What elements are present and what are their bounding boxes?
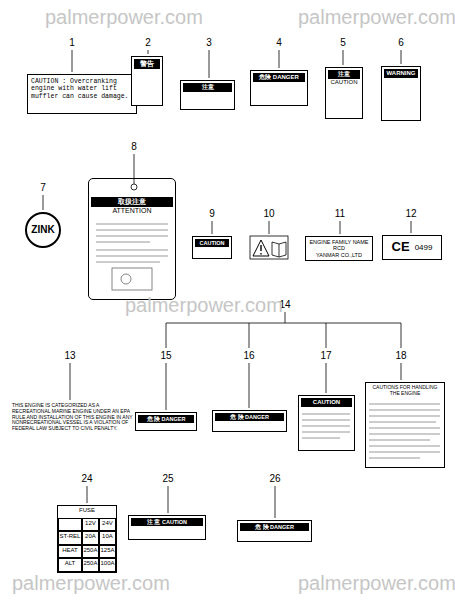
plate-text: 10A <box>99 531 116 545</box>
label-plate: FUSE12V24V ST-REL20A10A HEAT250A125A ALT250… <box>57 505 117 573</box>
plate-text: FUSE <box>58 506 116 518</box>
label-plate: CE 0499 <box>382 235 442 260</box>
watermark: palmerpower.com <box>12 572 170 595</box>
plate-text: 12V <box>82 518 99 532</box>
plate-text: 警告 <box>134 59 160 69</box>
callout-number: 26 <box>265 473 285 485</box>
callout-number: 11 <box>330 208 350 220</box>
plate-text: ATTENTION <box>91 207 173 215</box>
callout-number: 17 <box>316 350 336 362</box>
label-plate: ENGINE FAMILY NAMERCDYANMAR CO.,LTD <box>305 236 373 261</box>
plate-text: 250A <box>82 558 99 572</box>
plate-text: 250A <box>82 545 99 559</box>
plate-text: 危 険 DANGER <box>138 415 194 423</box>
callout-number: 13 <box>60 350 80 362</box>
callout-number: 15 <box>156 350 176 362</box>
plate-text: HEAT <box>58 545 82 559</box>
plate-text: ENGINE FAMILY NAME <box>308 239 370 245</box>
plate-text: 注意 <box>183 83 232 92</box>
callout-number: 1 <box>62 37 82 49</box>
label-plate: CAUTION <box>298 395 355 451</box>
plate-text: 注 意 CAUTION <box>131 518 203 526</box>
watermark: palmerpower.com <box>298 6 455 29</box>
plate-text: 100A <box>99 558 116 572</box>
watermark: palmerpower.com <box>45 6 203 29</box>
plate-text: WARNING <box>384 69 418 78</box>
plate-text: ST-REL <box>58 531 82 545</box>
plate-text: CAUTION <box>195 239 229 247</box>
watermark: palmerpower.com <box>125 294 283 317</box>
plate-text: 20A <box>82 531 99 545</box>
callout-number: 4 <box>269 37 289 49</box>
plate-text: CAUTION <box>328 79 360 86</box>
label-plate: CAUTIONS FOR HANDLING THE ENGINE <box>365 382 445 468</box>
callout-number: 5 <box>333 37 353 49</box>
callout-number: 2 <box>138 37 158 49</box>
callout-number: 6 <box>391 37 411 49</box>
callout-number: 3 <box>199 37 219 49</box>
plate-text: 取扱注意 <box>91 197 173 207</box>
label-plate: 危険 DANGER <box>250 70 308 106</box>
plate-text: CAUTION <box>301 398 352 407</box>
plate-text: CAUTION : Overcranking engine with water… <box>31 78 133 100</box>
note-text: THIS ENGINE IS CATEGORIZED AS A RECREATI… <box>12 403 136 432</box>
plate-text: RCD <box>308 245 370 251</box>
plate-text: 危険 DANGER <box>253 73 305 82</box>
plate-text: ALT <box>58 558 82 572</box>
callout-number: 16 <box>239 350 259 362</box>
plate-text: 24V <box>99 518 116 532</box>
label-plate: 危 険 DANGER <box>212 410 287 432</box>
label-plate: 危 険 DANGER <box>237 520 312 542</box>
plate-text: 注意 <box>328 70 360 79</box>
callout-number: 7 <box>33 182 53 194</box>
callout-number: 9 <box>202 208 222 220</box>
plate-text: 125A <box>99 545 116 559</box>
label-plate: CAUTION : Overcranking engine with water… <box>27 74 137 114</box>
label-plate: 注 意 CAUTION <box>128 515 206 540</box>
callout-number: 25 <box>158 473 178 485</box>
label-plate: 取扱注意ATTENTION <box>88 178 176 300</box>
plate-text: CE <box>392 240 410 255</box>
label-plate: 危 険 DANGER <box>135 412 197 431</box>
callout-number: 12 <box>401 208 421 220</box>
label-plate: 注意CAUTION <box>325 67 363 119</box>
plate-text: 危 険 DANGER <box>215 413 284 421</box>
callout-number: 18 <box>391 350 411 362</box>
plate-text: YANMAR CO.,LTD <box>308 252 370 258</box>
label-plate: ZINK <box>25 212 61 248</box>
callout-number: 10 <box>259 208 279 220</box>
plate-text: ZINK <box>31 224 54 236</box>
label-plate: CAUTION <box>192 236 232 259</box>
plate-text: 危 険 DANGER <box>240 523 309 531</box>
watermark: palmerpower.com <box>298 572 455 595</box>
label-plate: WARNING <box>381 66 421 121</box>
label-plate: 警告 <box>131 56 163 106</box>
callout-number: 24 <box>77 473 97 485</box>
plate-text: CAUTIONS FOR HANDLING THE ENGINE <box>368 385 442 397</box>
table-corner <box>58 518 82 532</box>
plate-text: 0499 <box>415 243 433 252</box>
callout-number: 8 <box>124 141 144 153</box>
label-plate: 注意 <box>180 80 235 110</box>
